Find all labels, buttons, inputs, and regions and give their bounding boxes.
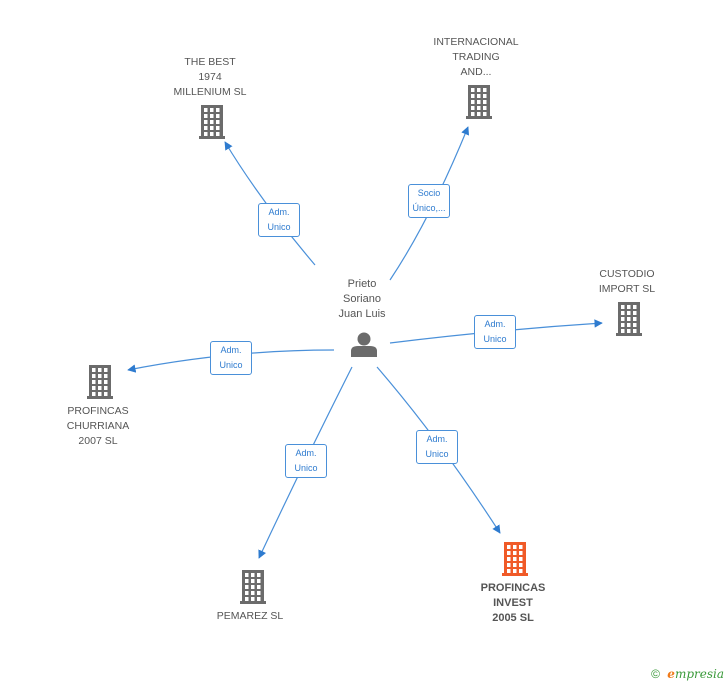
edge-label-internacional[interactable]: Socio Único,... [408, 184, 450, 218]
building-icon-custodio[interactable] [616, 302, 642, 336]
company-label-custodio[interactable]: CUSTODIO IMPORT SL [598, 268, 656, 295]
company-label-pemarez[interactable]: PEMAREZ SL [216, 610, 284, 622]
company-label-churriana[interactable]: PROFINCAS CHURRIANA 2007 SL [66, 405, 130, 447]
building-icon-invest[interactable] [502, 542, 528, 576]
edge-label-the-best[interactable]: Adm. Unico [258, 203, 300, 237]
footer-brand: © empresia [651, 667, 724, 681]
edge-label-pemarez[interactable]: Adm. Unico [285, 444, 327, 478]
building-icon-pemarez[interactable] [240, 570, 266, 604]
building-icon-internacional[interactable] [466, 85, 492, 119]
building-icon-the-best[interactable] [199, 105, 225, 139]
person-label[interactable]: Prieto Soriano Juan Luis [338, 278, 386, 320]
edge-label-custodio[interactable]: Adm. Unico [474, 315, 516, 349]
edge-the-best [224, 141, 316, 266]
building-icon-churriana[interactable] [87, 365, 113, 399]
copyright-symbol: © [651, 667, 660, 681]
brand-logo: empresia [667, 667, 724, 681]
person-icon[interactable] [351, 332, 377, 358]
company-label-the-best[interactable]: THE BEST 1974 MILLENIUM SL [173, 56, 247, 98]
company-label-internacional[interactable]: INTERNACIONAL TRADING AND... [433, 36, 519, 78]
edge-label-churriana[interactable]: Adm. Unico [210, 341, 252, 375]
company-label-invest[interactable]: PROFINCAS INVEST 2005 SL [480, 582, 546, 624]
edge-label-invest[interactable]: Adm. Unico [416, 430, 458, 464]
